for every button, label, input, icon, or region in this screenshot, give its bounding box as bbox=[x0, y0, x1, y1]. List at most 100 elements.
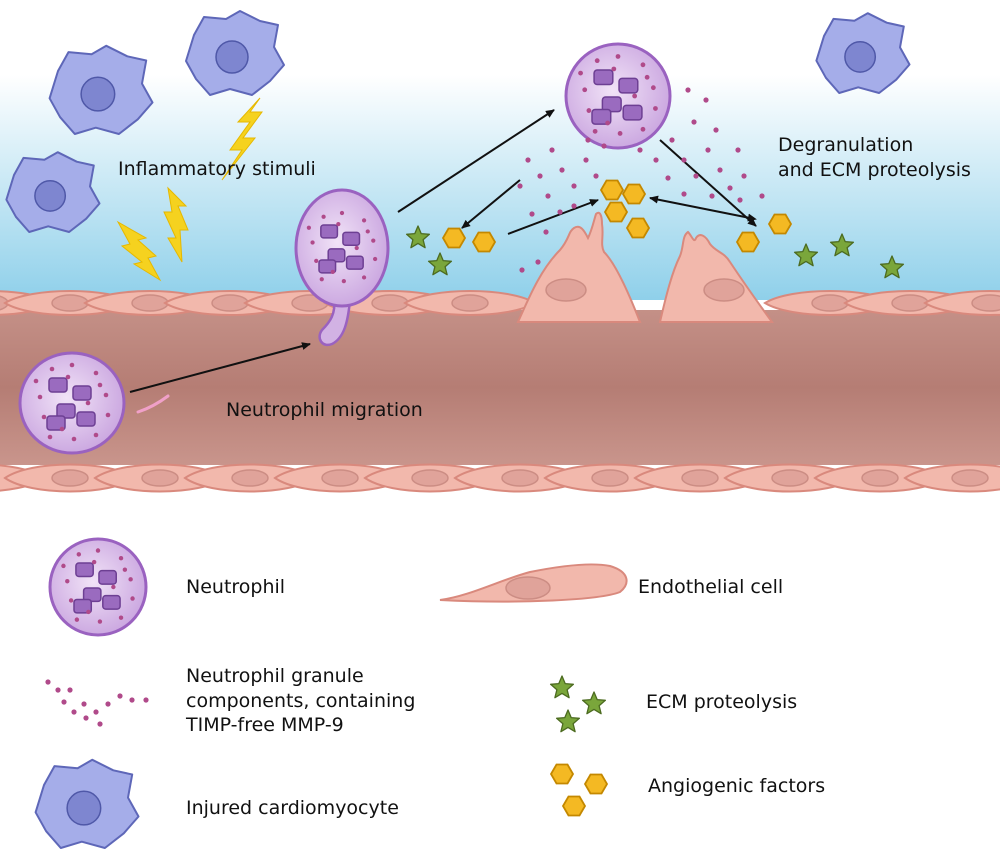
legend-granule-dot bbox=[105, 701, 111, 707]
granule-dot bbox=[691, 119, 697, 125]
degranulation-label: Degranulation and ECM proteolysis bbox=[778, 134, 971, 181]
granule-dot bbox=[128, 577, 133, 582]
granule-dot bbox=[549, 147, 555, 153]
neutrophil-nucleus-lobe bbox=[320, 224, 339, 239]
granule-dot bbox=[529, 211, 535, 217]
granule-dot bbox=[592, 128, 598, 134]
granule-dot bbox=[559, 167, 565, 173]
endothelial-nucleus bbox=[371, 294, 409, 312]
legend-endothelial-cell-label: Endothelial cell bbox=[638, 576, 784, 598]
sprouting-endothelial-cell-right bbox=[658, 230, 774, 323]
neutrophil-nucleus-lobe bbox=[73, 598, 93, 614]
endothelial-nucleus bbox=[811, 294, 849, 312]
endothelial-nucleus bbox=[131, 294, 169, 312]
granule-dot bbox=[669, 137, 675, 143]
legend-angiogenic-factor bbox=[549, 763, 575, 785]
legend-angiogenic-factor bbox=[561, 795, 587, 817]
cardiomyocyte-nucleus bbox=[215, 40, 249, 74]
legend-granule-dot bbox=[45, 679, 51, 685]
angiogenic-factor bbox=[603, 201, 629, 223]
granule-dot bbox=[69, 362, 75, 368]
legend-granule-dot bbox=[71, 709, 77, 715]
legend-granule-components-label: Neutrophil granule components, containin… bbox=[186, 665, 416, 737]
vessel-lumen bbox=[0, 310, 1000, 465]
legend-granule-dot bbox=[117, 693, 123, 699]
granule-dot bbox=[93, 432, 99, 438]
cardiomyocyte-nucleus bbox=[844, 40, 877, 73]
sprout-nucleus bbox=[545, 278, 587, 302]
neutrophil bbox=[564, 42, 672, 150]
granule-dot bbox=[571, 183, 577, 189]
injured-cardiomyocyte bbox=[185, 10, 285, 96]
granule-dot bbox=[703, 97, 709, 103]
neutrophil-nucleus-lobe bbox=[72, 385, 92, 401]
granule-dot bbox=[111, 584, 116, 590]
granule-dot bbox=[644, 74, 650, 80]
lightning-icon bbox=[163, 186, 189, 263]
granule-dot bbox=[650, 85, 656, 91]
granule-dot bbox=[118, 555, 124, 561]
cardiomyocyte-nucleus bbox=[66, 790, 102, 826]
granule-dot bbox=[681, 191, 687, 197]
legend-ecm-proteolysis-label: ECM proteolysis bbox=[646, 691, 798, 713]
injured-cardiomyocyte bbox=[815, 12, 911, 94]
granule-dot bbox=[49, 366, 55, 372]
endothelial-cell bbox=[403, 290, 537, 316]
granule-dot bbox=[65, 374, 71, 380]
neutrophil-migration-label: Neutrophil migration bbox=[226, 399, 423, 421]
granule-dot bbox=[321, 214, 326, 219]
granule-dot bbox=[371, 238, 376, 243]
angiogenic-factor bbox=[767, 213, 793, 235]
granule-dot bbox=[97, 619, 103, 624]
granule-dot bbox=[741, 173, 747, 179]
endothelial-nucleus bbox=[211, 294, 249, 312]
neutrophil-nucleus-lobe bbox=[56, 403, 76, 419]
neutrophil-nucleus-lobe bbox=[82, 587, 102, 603]
granule-dot bbox=[61, 563, 66, 569]
inflammatory-stimuli-label: Inflammatory stimuli bbox=[118, 158, 316, 180]
neutrophil-group bbox=[18, 42, 672, 455]
granule-dot bbox=[525, 157, 531, 163]
granule-dot bbox=[640, 62, 646, 68]
granule-dot bbox=[685, 87, 691, 93]
granule-dot bbox=[41, 414, 47, 420]
granule-dot bbox=[85, 400, 91, 406]
granule-dot bbox=[310, 240, 315, 245]
neutrophil-nucleus-lobe bbox=[318, 259, 337, 274]
granule-dot bbox=[605, 120, 610, 126]
endothelial-cell bbox=[813, 463, 947, 493]
granule-dot bbox=[653, 157, 659, 163]
granule-dot bbox=[557, 209, 563, 215]
granule-dot bbox=[47, 434, 53, 440]
endothelial-cell bbox=[453, 463, 587, 493]
injured-cardiomyocyte bbox=[5, 151, 101, 233]
granule-dot bbox=[59, 426, 65, 432]
endothelial-nucleus bbox=[411, 469, 449, 487]
endothelial-nucleus bbox=[501, 469, 539, 487]
granule-dot bbox=[361, 218, 367, 223]
injured-cardiomyocyte bbox=[34, 758, 140, 849]
granule-dot bbox=[130, 596, 135, 601]
endothelial-nucleus bbox=[681, 469, 719, 487]
endothelial-nucleus bbox=[231, 469, 269, 487]
legend-injured-cardiomyocyte-label: Injured cardiomyocyte bbox=[186, 797, 399, 819]
granule-dot bbox=[68, 598, 74, 603]
ecm-star bbox=[405, 225, 431, 249]
process-arrows bbox=[129, 109, 757, 393]
legend-granule-dot bbox=[129, 697, 135, 703]
granule-dot bbox=[122, 567, 128, 572]
arrow bbox=[507, 199, 599, 235]
neutrophil-nucleus-lobe bbox=[622, 104, 643, 121]
endothelial-cell bbox=[923, 290, 1000, 316]
neutrophil-pseudopod bbox=[318, 296, 352, 347]
granule-dot bbox=[76, 552, 82, 557]
granule-dot bbox=[735, 147, 741, 153]
granule-dot bbox=[632, 93, 638, 99]
granule-dot bbox=[637, 147, 643, 153]
endothelial-nucleus bbox=[771, 469, 809, 487]
granule-dot bbox=[594, 58, 600, 64]
neutrophil-nucleus-lobe bbox=[345, 255, 364, 270]
angiogenic-factor bbox=[625, 217, 651, 239]
legend-granule-dot bbox=[61, 699, 67, 705]
